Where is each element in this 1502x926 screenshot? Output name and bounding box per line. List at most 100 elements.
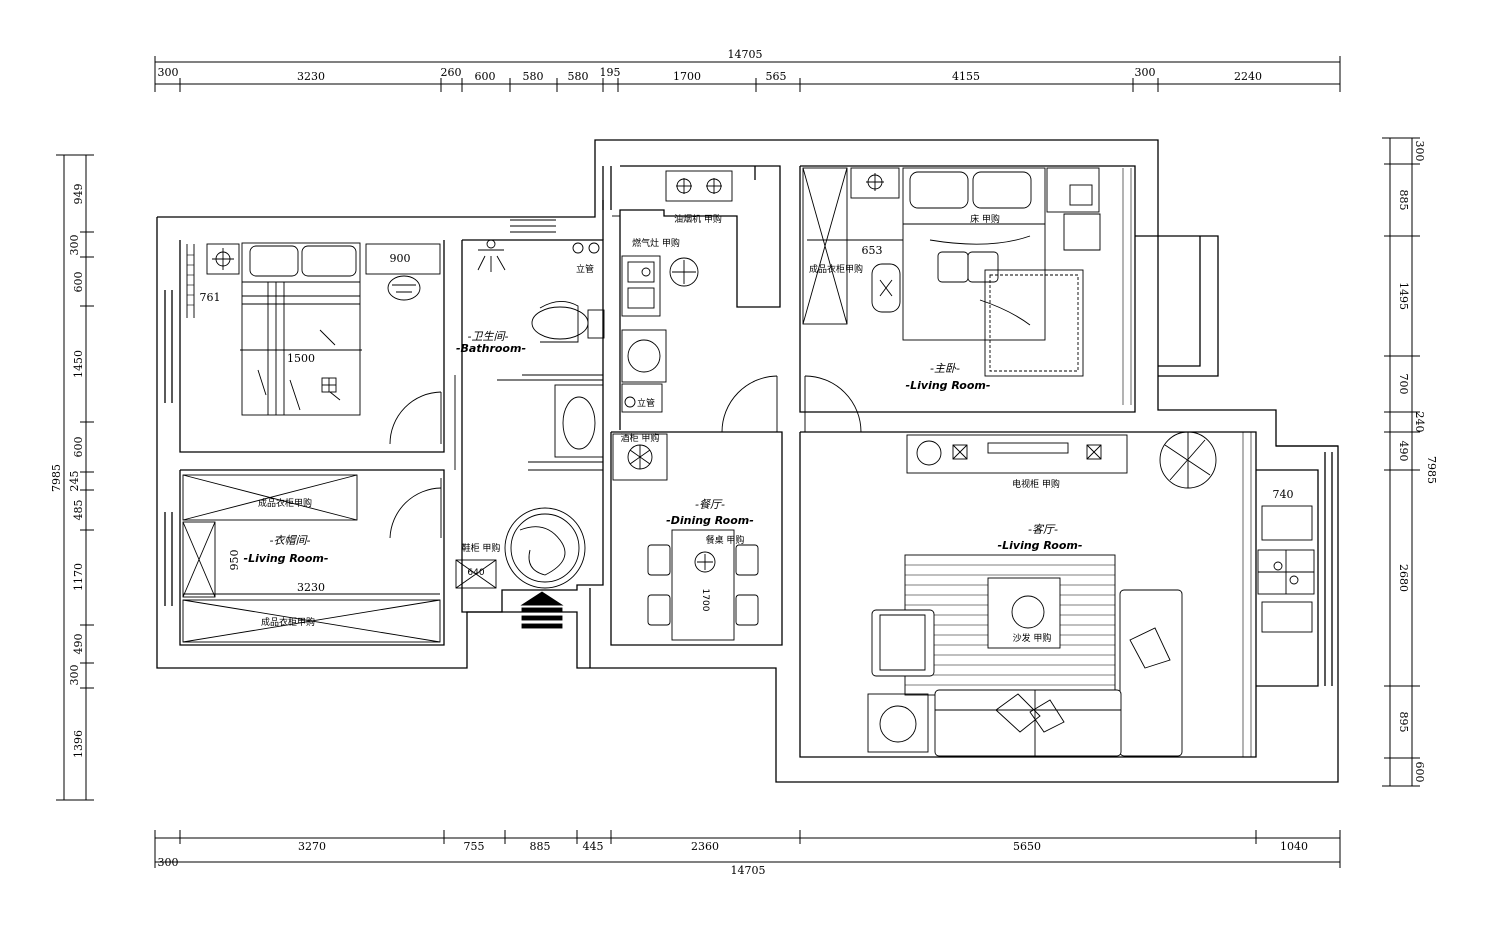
master-cn-label: -主卧- (930, 362, 960, 375)
living-room (867, 431, 1315, 757)
right-dimensions: 7985 300 885 1495 700 240 490 2680 895 6… (1382, 137, 1438, 787)
cloak-wardrobe-top-label: 成品衣柜甲购 (258, 497, 312, 509)
sofa-main (934, 689, 1122, 757)
armchair-left (871, 609, 935, 677)
top-dim-11: 2240 (1234, 70, 1262, 83)
cloakroom-cn-label: -衣帽间- (270, 534, 311, 547)
kitchen (612, 170, 862, 433)
left-dim-5: 245 (68, 471, 81, 492)
bottom-dim-6: 5650 (1013, 840, 1041, 853)
left-dim-1: 300 (68, 235, 81, 256)
bottom-dim-4: 445 (583, 840, 604, 853)
top-dim-0: 300 (158, 66, 179, 79)
bedroom1-wardrobe-dim: 761 (200, 291, 221, 304)
right-dim-2: 1495 (1397, 282, 1410, 310)
left-dimensions: 7985 949 300 600 1450 600 245 485 1170 4… (50, 154, 94, 801)
bottom-dim-7: 1040 (1280, 840, 1308, 853)
bed-1 (241, 242, 361, 416)
sofa-label: 沙发 甲购 (1013, 632, 1052, 644)
bottom-dim-1: 3270 (298, 840, 326, 853)
top-dim-6: 195 (600, 66, 621, 79)
bottom-total-dim: 14705 (731, 864, 766, 877)
balcony-width-dim: 740 (1273, 488, 1294, 501)
bottom-dim-2: 755 (464, 840, 485, 853)
left-dim-9: 300 (68, 665, 81, 686)
left-dim-10: 1396 (72, 730, 85, 758)
coffee-table (987, 577, 1061, 649)
stove-label: 燃气灶 甲购 (632, 237, 680, 249)
left-total-dim: 7985 (50, 464, 63, 492)
kitchen-pipe-label: 立管 (637, 397, 655, 409)
dining-room (612, 433, 759, 641)
dining-table (671, 529, 735, 641)
master-bedroom (802, 167, 1132, 405)
bedroom-1 (186, 242, 442, 445)
master-wardrobe-depth: 653 (862, 244, 883, 257)
tv-cabinet (906, 434, 1128, 474)
left-dim-2: 600 (72, 272, 85, 293)
armchair-right (1119, 589, 1183, 757)
cabinet-1 (365, 243, 441, 275)
top-dim-2: 260 (441, 66, 462, 79)
master-wardrobe (802, 167, 848, 325)
right-dim-7: 895 (1397, 712, 1410, 733)
right-dim-5: 490 (1397, 441, 1410, 462)
bathroom-en-label: -Bathroom- (456, 342, 526, 355)
cloak-length-dim: 3230 (297, 581, 325, 594)
left-dim-8: 490 (72, 634, 85, 655)
left-dim-0: 949 (72, 184, 85, 205)
toilet (531, 306, 589, 340)
right-dim-3: 700 (1397, 374, 1410, 395)
bottom-dim-5: 2360 (691, 840, 719, 853)
wardrobe-side (182, 521, 216, 598)
wine-cabinet-label: 酒柜 甲购 (621, 432, 660, 444)
top-dim-9: 4155 (952, 70, 980, 83)
left-dim-3: 1450 (72, 350, 85, 378)
right-total-dim: 7985 (1425, 456, 1438, 484)
range-hood-label: 油烟机 甲购 (674, 213, 722, 225)
top-dim-3: 600 (475, 70, 496, 83)
cloak-depth-dim: 950 (228, 550, 241, 571)
right-dim-6: 2680 (1397, 564, 1410, 592)
bathroom-cn-label: -卫生间- (468, 330, 509, 343)
tv-cabinet-label: 电视柜 甲购 (1012, 478, 1060, 490)
left-dim-7: 1170 (72, 563, 85, 591)
cloak-wardrobe-bottom-label: 成品衣柜甲购 (261, 616, 315, 628)
top-dimensions: 14705 300 3230 260 600 580 580 195 1700 … (154, 48, 1341, 92)
bottom-dim-0: 300 (158, 856, 179, 869)
entry (504, 507, 586, 629)
dining-en-label: -Dining Room- (666, 514, 754, 527)
bottom-dim-3: 885 (530, 840, 551, 853)
sink (562, 396, 596, 450)
living-cn-label: -客厅- (1028, 523, 1058, 536)
right-dim-8: 600 (1413, 762, 1426, 783)
top-dim-4: 580 (523, 70, 544, 83)
living-en-label: -Living Room- (998, 539, 1083, 552)
top-total-dim: 14705 (728, 48, 763, 61)
right-dim-4: 240 (1413, 412, 1426, 433)
master-bed (902, 167, 1046, 341)
dining-table-size: 1700 (700, 589, 710, 612)
master-en-label: -Living Room- (906, 379, 991, 392)
top-dim-5: 580 (568, 70, 589, 83)
bathroom-pipe-label: 立管 (576, 263, 594, 275)
wardrobe-bottom (182, 599, 441, 643)
master-wardrobe-label: 成品衣柜甲购 (809, 263, 863, 275)
bed1-width-dim: 1500 (287, 352, 315, 365)
top-dim-8: 565 (766, 70, 787, 83)
cloakroom (182, 474, 442, 643)
nightstand-1 (206, 243, 240, 275)
master-bed-label: 床 甲购 (970, 213, 1000, 225)
bottom-dimensions: 14705 300 3270 755 885 445 2360 5650 104… (154, 830, 1341, 877)
master-rug (984, 269, 1084, 377)
bed1-cabinet-dim: 900 (390, 252, 411, 265)
shoe-cabinet-label: 鞋柜 甲购 (462, 542, 501, 554)
left-dim-6: 485 (72, 500, 85, 521)
top-dim-10: 300 (1135, 66, 1156, 79)
dining-table-label: 餐桌 甲购 (706, 534, 745, 546)
left-dim-4: 600 (72, 437, 85, 458)
stove (665, 170, 733, 202)
top-dim-1: 3230 (297, 70, 325, 83)
entrance-arrow-icon (520, 591, 564, 606)
